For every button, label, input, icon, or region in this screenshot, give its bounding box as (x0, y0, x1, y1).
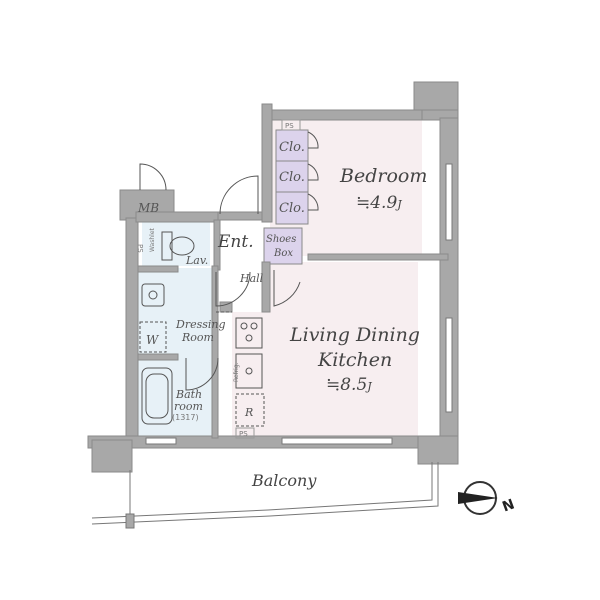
ps-box (281, 119, 301, 131)
bedroom-area: ≒4.9J (356, 193, 402, 213)
bathtub-inner (145, 373, 169, 419)
window (445, 163, 453, 241)
toilet-tank (161, 231, 173, 261)
bathtub (141, 367, 173, 425)
toilet-bowl (169, 236, 195, 256)
ps-box (235, 427, 255, 439)
ps-label: PS (239, 430, 248, 438)
burner-icon (250, 322, 258, 330)
balcony-rail-inner (91, 462, 439, 525)
wall-segment (307, 253, 449, 261)
bath-size-label: (1317) (172, 413, 199, 422)
refrigerator-label: R (244, 406, 253, 419)
wall-segment (417, 435, 459, 465)
toilet-floor (142, 222, 210, 266)
bath-floor (135, 358, 215, 436)
bath-label-line2: room (174, 400, 203, 413)
lav-label: Lav. (185, 254, 208, 267)
mb-door (139, 163, 167, 191)
burner-icon (245, 334, 253, 342)
ldk-area: ≒8.5J (326, 375, 372, 395)
wall-segment (211, 265, 219, 439)
shoes-box (263, 227, 303, 265)
windows (145, 163, 453, 445)
refrigerator-sub-label: Refrig. (233, 362, 240, 382)
window (281, 437, 393, 445)
dressing-label-line2: Room (181, 331, 214, 344)
compass: N (458, 481, 517, 515)
washer-space (139, 321, 167, 353)
ldk-door (273, 270, 301, 307)
ldk-floor (268, 262, 418, 440)
ps-label: PS (285, 122, 294, 130)
washlet-label: Washlet (149, 227, 156, 252)
stove (235, 317, 263, 349)
balcony-label: Balcony (251, 471, 317, 490)
wall-segment (261, 103, 273, 223)
washbasin (141, 283, 165, 307)
bath-door (185, 357, 219, 391)
window (145, 437, 177, 445)
shoes-label-line2: Box (273, 248, 293, 259)
entrance-label: Ent. (217, 232, 254, 252)
closet-door (307, 163, 319, 181)
balcony-post (125, 513, 135, 529)
balcony-outline (91, 462, 439, 529)
wall-segment (91, 439, 133, 473)
fixtures (139, 119, 301, 439)
wall-segment (261, 261, 271, 313)
walls (87, 81, 459, 473)
window (445, 317, 453, 413)
hall-label: Hall (239, 272, 264, 285)
ps-label: PS (136, 244, 144, 253)
wall-segment (87, 435, 459, 449)
wall-segment (217, 211, 263, 221)
closet-label: Clo. (279, 201, 305, 216)
entrance-door (219, 175, 259, 215)
dressing-floor (135, 268, 215, 358)
bedroom-label: Bedroom (339, 165, 427, 187)
wall-segment (137, 353, 179, 361)
wall-segment (137, 265, 179, 273)
bath-label-line1: Bath (175, 388, 202, 401)
balcony-rail (91, 462, 433, 519)
compass-needle-icon (458, 492, 498, 504)
shoes-label-line1: Shoes (266, 234, 296, 245)
doors (139, 131, 319, 391)
sink-drain (245, 367, 253, 375)
closet-label: Clo. (279, 170, 305, 185)
ldk-label-line2: Kitchen (317, 349, 392, 371)
compass-north-label: N (500, 496, 516, 515)
washbasin-drain (148, 290, 158, 300)
kitchen-sink (235, 353, 263, 389)
closet-label: Clo. (279, 140, 305, 155)
mb-label: MB (137, 201, 159, 215)
burner-icon (240, 322, 248, 330)
washer-label: W (146, 333, 160, 347)
closet-door (307, 131, 319, 149)
ldk-label-line1: Living Dining (289, 324, 420, 346)
dressing-label-line1: Dressing (175, 318, 226, 331)
hall-door (215, 271, 251, 307)
closet-door (307, 193, 319, 211)
